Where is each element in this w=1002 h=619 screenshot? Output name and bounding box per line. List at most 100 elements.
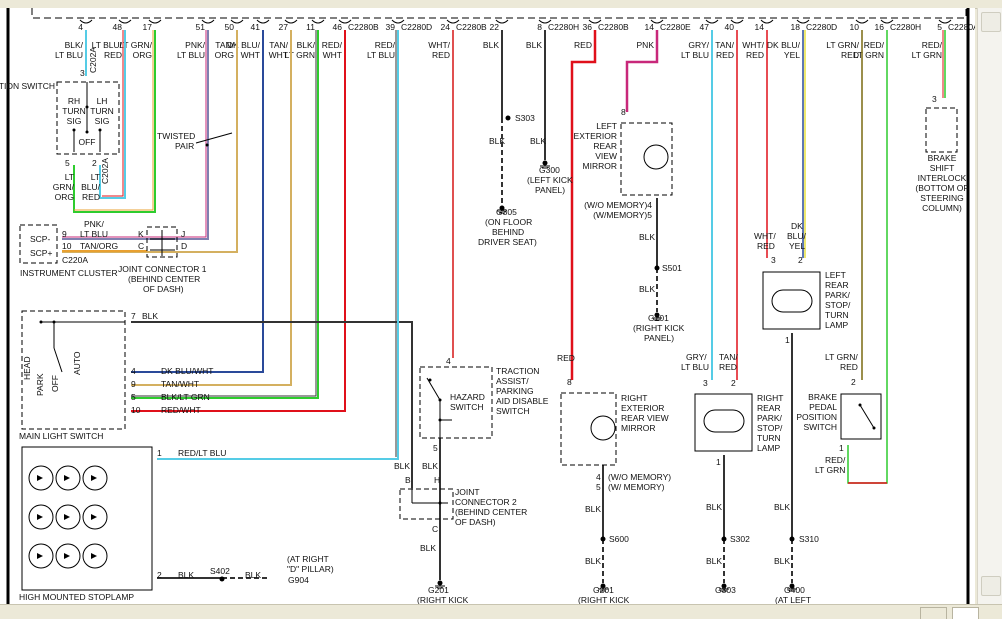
instrument-cluster-title: INSTRUMENT CLUSTER (20, 268, 118, 278)
svg-text:(W/O MEMORY)4: (W/O MEMORY)4 (584, 200, 652, 210)
svg-text:BLK: BLK (489, 136, 505, 146)
svg-text:BLK/: BLK/ (297, 40, 316, 50)
svg-text:TAN/ORG: TAN/ORG (80, 241, 118, 251)
svg-text:PAIR: PAIR (175, 141, 194, 151)
svg-text:24: 24 (441, 22, 451, 32)
svg-text:4: 4 (446, 356, 451, 366)
svg-text:MULTI- FUNCTION SWITCH: MULTI- FUNCTION SWITCH (0, 81, 55, 91)
svg-text:(AT LEFT: (AT LEFT (775, 595, 811, 604)
led-icon (55, 504, 81, 530)
svg-text:(RIGHT KICK: (RIGHT KICK (578, 595, 630, 604)
svg-text:10: 10 (850, 22, 860, 32)
svg-text:RED/: RED/ (825, 455, 846, 465)
svg-text:REAR: REAR (757, 403, 781, 413)
led-icon (55, 465, 81, 491)
svg-text:K: K (138, 229, 144, 239)
svg-text:SCP+: SCP+ (30, 248, 52, 258)
svg-text:2: 2 (731, 378, 736, 388)
wire (131, 30, 346, 412)
svg-text:GRN/: GRN/ (53, 182, 75, 192)
svg-text:ORG: ORG (133, 50, 152, 60)
svg-text:C: C (432, 524, 438, 534)
svg-text:SWITCH: SWITCH (496, 406, 530, 416)
svg-text:48: 48 (113, 22, 123, 32)
scroll-up-button[interactable] (981, 12, 1001, 32)
svg-text:BEHIND: BEHIND (492, 227, 524, 237)
svg-text:BLK: BLK (530, 136, 546, 146)
svg-text:LEFT: LEFT (825, 270, 846, 280)
svg-text:10: 10 (62, 241, 72, 251)
svg-text:C2280H: C2280H (890, 22, 921, 32)
svg-text:(RIGHT KICK: (RIGHT KICK (633, 323, 685, 333)
svg-text:PNK/: PNK/ (84, 219, 104, 229)
led-icon (28, 543, 54, 569)
svg-text:OFF: OFF (50, 375, 60, 392)
svg-text:BLK/: BLK/ (65, 40, 84, 50)
svg-text:SHIFT: SHIFT (930, 163, 955, 173)
svg-text:G300: G300 (539, 165, 560, 175)
svg-text:(BEHIND CENTER: (BEHIND CENTER (455, 507, 527, 517)
led-icon (82, 465, 108, 491)
svg-text:22: 22 (490, 22, 500, 32)
svg-text:C202A: C202A (100, 158, 110, 184)
svg-text:LEFT: LEFT (596, 121, 617, 131)
svg-text:27: 27 (279, 22, 289, 32)
wire (99, 30, 126, 199)
svg-text:RED/: RED/ (864, 40, 885, 50)
top-module-outline (31, 8, 967, 19)
wire (131, 30, 317, 397)
svg-text:C2280D: C2280D (401, 22, 432, 32)
svg-text:C220A: C220A (62, 255, 88, 265)
svg-text:G305: G305 (496, 207, 517, 217)
svg-text:LT BLU/: LT BLU/ (92, 40, 123, 50)
svg-text:(RIGHT KICK: (RIGHT KICK (417, 595, 469, 604)
svg-text:PARK/: PARK/ (757, 413, 783, 423)
status-bar (0, 604, 1002, 619)
led-icon (28, 465, 54, 491)
wire (74, 30, 154, 211)
svg-text:(BOTTOM OF: (BOTTOM OF (915, 183, 968, 193)
svg-text:4: 4 (596, 472, 601, 482)
wire (157, 30, 399, 460)
svg-text:BLK/LT GRN: BLK/LT GRN (161, 392, 210, 402)
svg-text:14: 14 (645, 22, 655, 32)
wire (131, 30, 264, 373)
wire (131, 30, 292, 386)
svg-text:DK BLU/WHT: DK BLU/WHT (161, 366, 213, 376)
svg-text:C: C (138, 241, 144, 251)
svg-text:3: 3 (703, 378, 708, 388)
svg-text:1: 1 (716, 457, 721, 467)
svg-text:SWITCH: SWITCH (450, 402, 484, 412)
svg-text:LAMP: LAMP (757, 443, 780, 453)
svg-text:RED: RED (716, 50, 734, 60)
svg-text:WHT: WHT (323, 50, 342, 60)
wire (73, 30, 156, 213)
svg-text:5: 5 (131, 392, 136, 402)
svg-text:RH: RH (68, 96, 80, 106)
svg-text:S501: S501 (662, 263, 682, 273)
svg-text:PARK: PARK (35, 373, 45, 396)
scroll-down-button[interactable] (981, 576, 1001, 596)
svg-text:2: 2 (92, 158, 97, 168)
svg-text:(BEHIND CENTER: (BEHIND CENTER (128, 274, 200, 284)
svg-text:GRY/: GRY/ (688, 40, 709, 50)
svg-text:REAR VIEW: REAR VIEW (621, 413, 669, 423)
svg-text:WHT/: WHT/ (428, 40, 450, 50)
svg-text:RED: RED (574, 40, 592, 50)
svg-text:7: 7 (131, 311, 136, 321)
svg-text:LAMP: LAMP (825, 320, 848, 330)
svg-text:COLUMN): COLUMN) (922, 203, 962, 213)
vertical-scrollbar[interactable] (977, 8, 1002, 604)
svg-text:BLK: BLK (245, 570, 261, 580)
svg-text:JOINT: JOINT (455, 487, 480, 497)
